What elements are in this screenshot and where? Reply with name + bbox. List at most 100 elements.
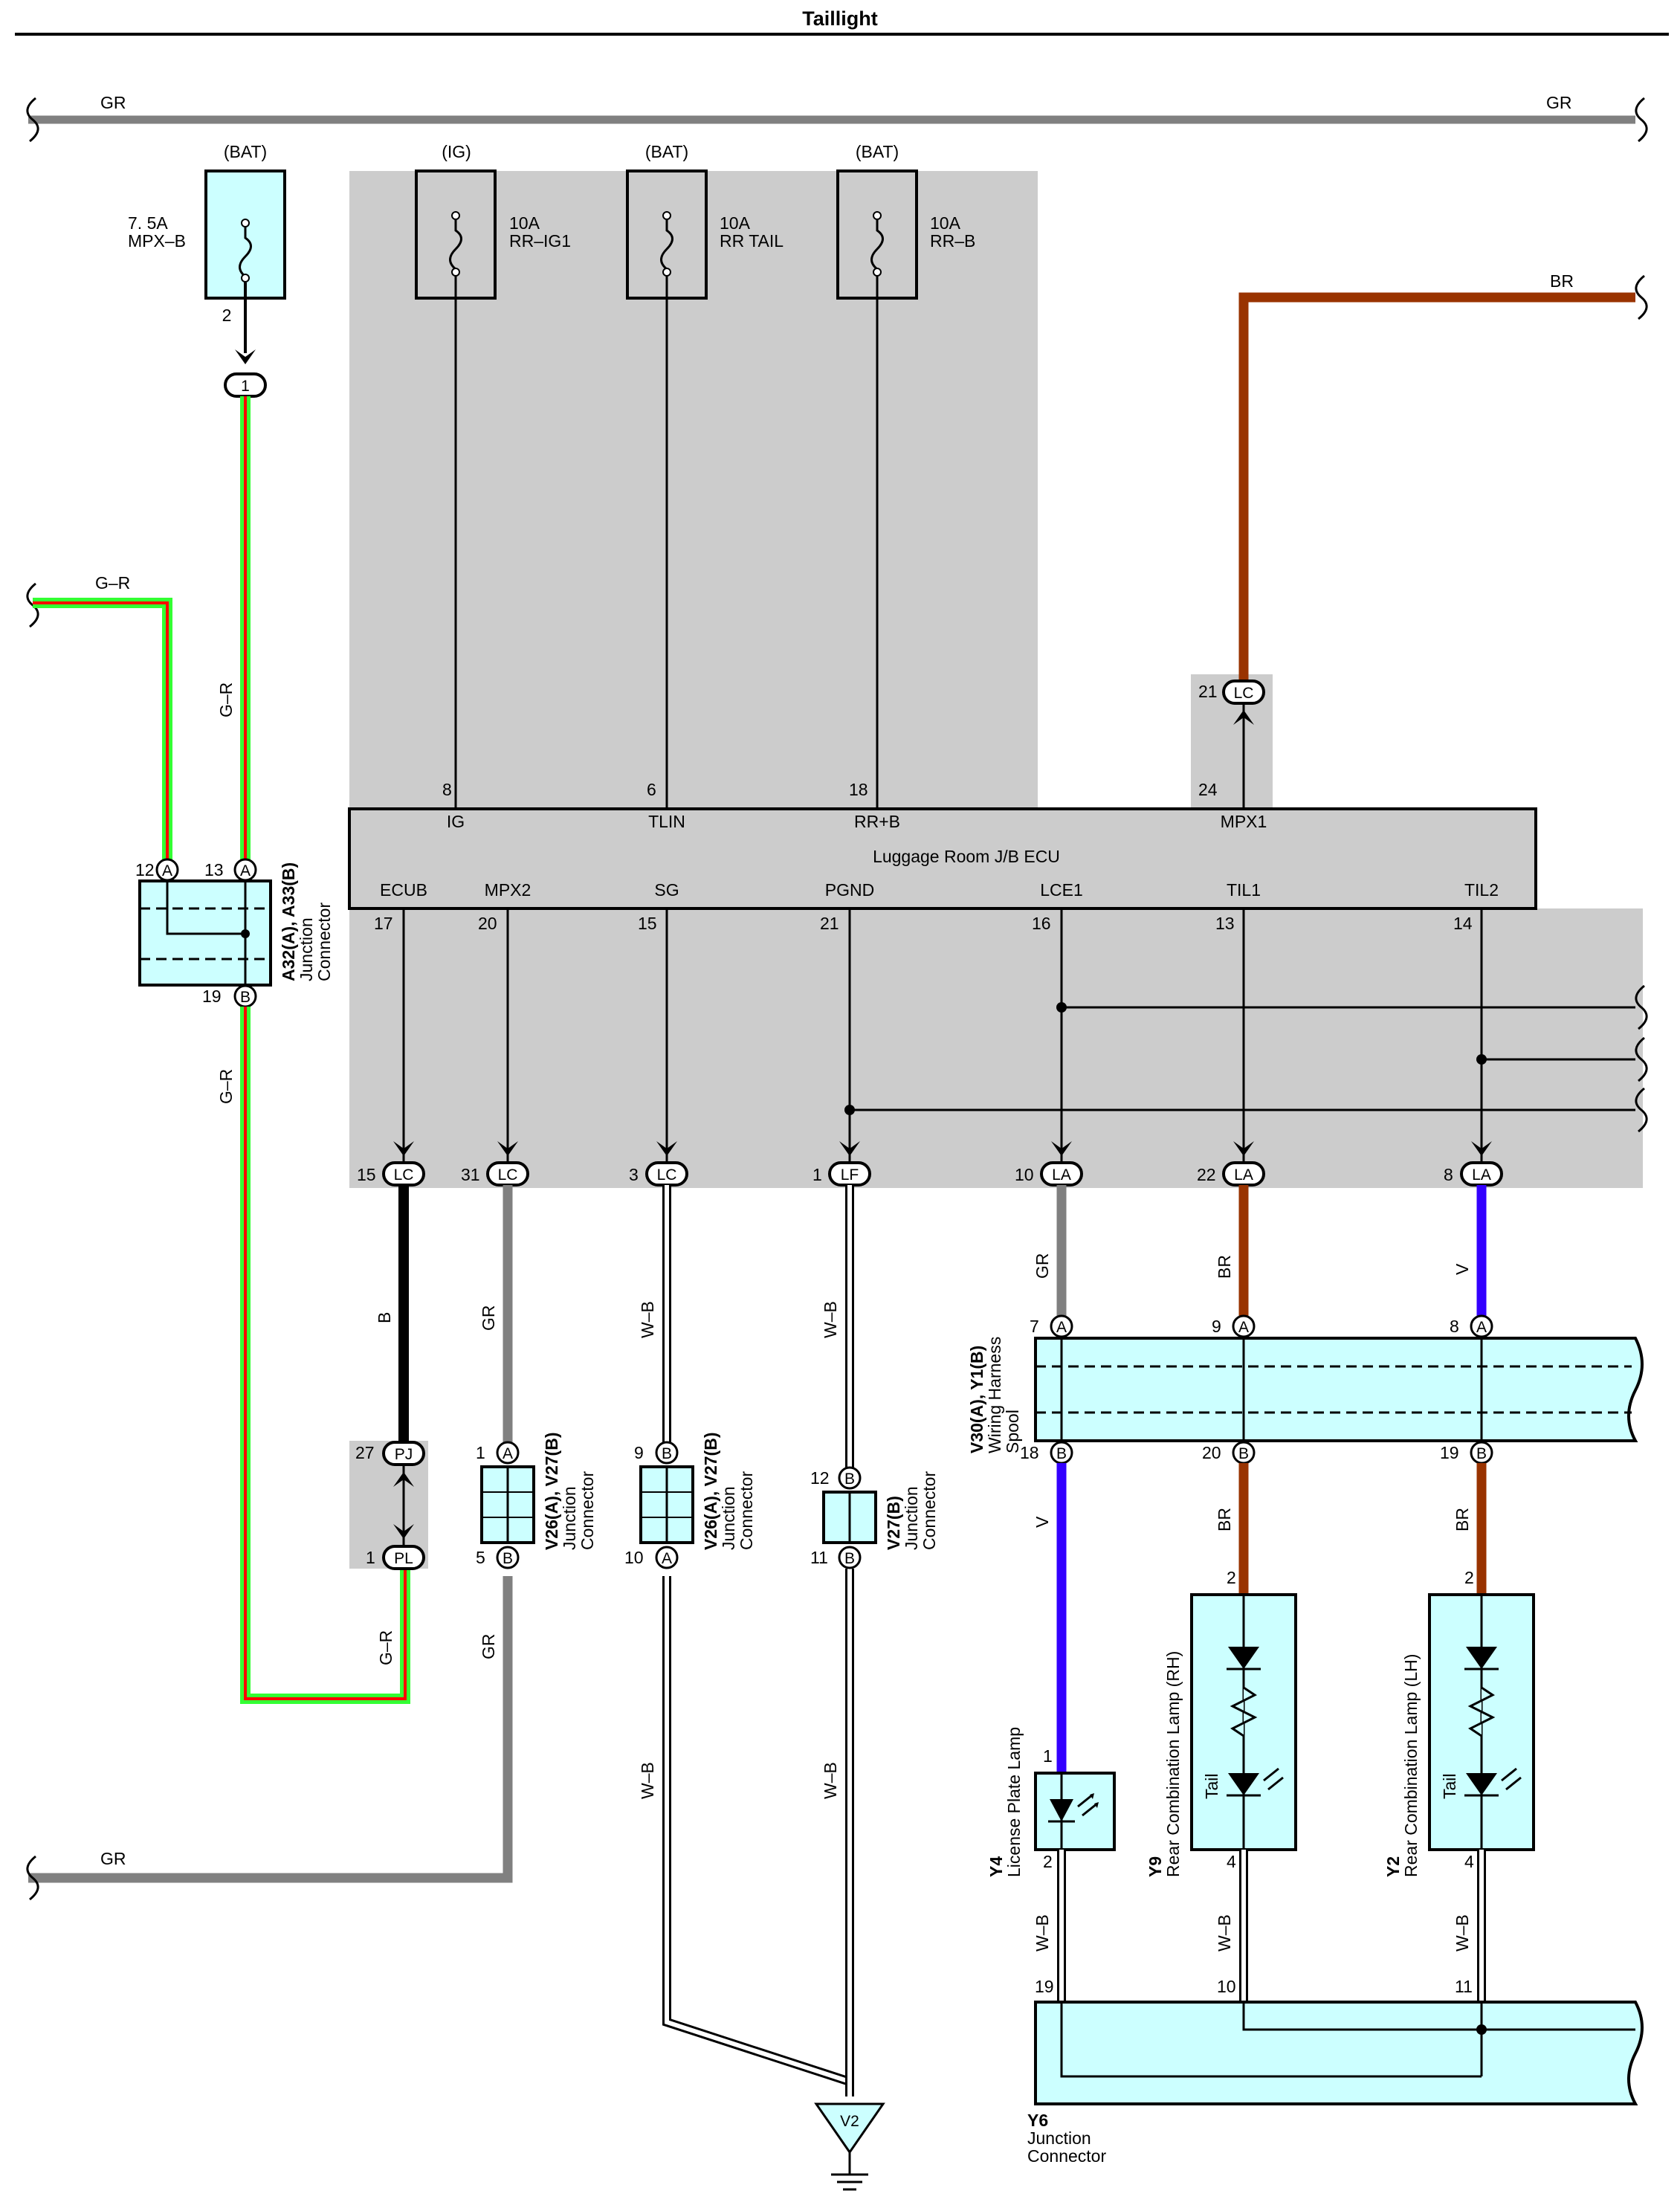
svg-text:10: 10 xyxy=(624,1548,644,1567)
junction-v26-2: 9 B 10 A V26(A), V27(B) Junction Connect… xyxy=(624,1433,756,1569)
svg-text:31: 31 xyxy=(461,1165,480,1184)
wire-label-wb-y2: W–B xyxy=(1453,1914,1472,1952)
junction-v27: 12 B 11 B V27(B) Junction Connector xyxy=(810,1466,939,1569)
svg-text:1: 1 xyxy=(1043,1746,1053,1766)
svg-text:19: 19 xyxy=(1440,1443,1459,1462)
svg-text:PGND: PGND xyxy=(825,880,874,900)
svg-text:Connector: Connector xyxy=(920,1471,939,1550)
connector-lf1: 1 LF xyxy=(812,1161,871,1187)
svg-text:A: A xyxy=(1476,1319,1487,1336)
svg-text:B: B xyxy=(1476,1445,1487,1462)
wire-label-wb-pgnd2: W–B xyxy=(821,1762,840,1799)
svg-text:13: 13 xyxy=(1215,914,1235,933)
connector-lc21-code: LC xyxy=(1234,685,1254,702)
svg-text:(BAT): (BAT) xyxy=(856,142,899,161)
wire-label-gr-v1: G–R xyxy=(216,682,236,717)
svg-text:15: 15 xyxy=(357,1165,376,1184)
svg-text:10A: 10A xyxy=(930,213,961,233)
svg-text:Y2: Y2 xyxy=(1383,1856,1403,1877)
svg-text:Tail: Tail xyxy=(1440,1773,1459,1799)
svg-text:B: B xyxy=(1238,1445,1249,1462)
svg-text:10: 10 xyxy=(1015,1165,1034,1184)
wire-wb-sg xyxy=(662,1185,851,2086)
svg-text:RR–B: RR–B xyxy=(930,231,975,251)
svg-text:Junction: Junction xyxy=(719,1486,738,1550)
svg-text:(BAT): (BAT) xyxy=(645,142,688,161)
svg-text:Y4: Y4 xyxy=(986,1856,1006,1877)
connector-la22: 22 LA xyxy=(1197,1161,1265,1187)
svg-text:Junction: Junction xyxy=(560,1486,579,1550)
svg-text:Connector: Connector xyxy=(1027,2146,1106,2166)
wire-label-br-top: BR xyxy=(1550,271,1574,291)
svg-text:Wiring Harness: Wiring Harness xyxy=(985,1337,1004,1453)
ecu-top-pin-ig-num: 8 xyxy=(442,780,452,799)
svg-text:16: 16 xyxy=(1032,914,1051,933)
break-mark-r1 xyxy=(1635,984,1648,1030)
wire-label-gr-below-v26: GR xyxy=(479,1634,498,1660)
a32-name: A32(A), A33(B) xyxy=(279,862,298,981)
svg-text:B: B xyxy=(662,1445,672,1462)
fuse-mpxb-pin: 2 xyxy=(222,306,232,325)
svg-text:7: 7 xyxy=(1030,1317,1039,1336)
svg-text:A: A xyxy=(1056,1319,1067,1336)
svg-text:15: 15 xyxy=(638,914,657,933)
svg-text:V26(A), V27(B): V26(A), V27(B) xyxy=(701,1433,720,1550)
break-mark-br xyxy=(1635,274,1648,320)
lamp-y4: 1 2 Y4 License Plate Lamp xyxy=(986,1727,1116,1877)
ecu-box xyxy=(348,807,1537,910)
wire-label-gr-mpx2: GR xyxy=(479,1305,498,1331)
svg-text:Spool: Spool xyxy=(1003,1410,1022,1453)
svg-text:LA: LA xyxy=(1052,1166,1071,1184)
pl1-pin: 1 xyxy=(366,1548,375,1567)
wire-br-top xyxy=(1238,292,1635,682)
arrows-row xyxy=(393,1141,1492,1156)
junction-y6: 19 10 11 Y6 Junction Connector xyxy=(1027,1977,1644,2166)
svg-text:Connector: Connector xyxy=(578,1471,597,1550)
svg-text:TIL1: TIL1 xyxy=(1227,880,1261,900)
svg-text:20: 20 xyxy=(478,914,497,933)
break-mark-bottom-left xyxy=(26,1855,39,1901)
fuse-rr-tail: (BAT) 10A RR TAIL xyxy=(626,142,784,300)
svg-text:A: A xyxy=(503,1445,513,1462)
wires-wb-lamps xyxy=(1057,1850,1486,2002)
lamp-y2: 2 Tail 4 Y2 Rear Combination Lamp (LH) xyxy=(1383,1568,1535,1877)
wire-label-gr-left-in: G–R xyxy=(95,573,130,593)
connector-la10: 10 LA xyxy=(1015,1161,1083,1187)
svg-text:LA: LA xyxy=(1234,1166,1253,1184)
svg-text:Connector: Connector xyxy=(737,1471,756,1550)
connector-lc3: 3 LC xyxy=(629,1161,688,1187)
svg-text:LF: LF xyxy=(841,1166,859,1184)
svg-text:9: 9 xyxy=(1212,1317,1221,1336)
junction-v30-spool: 7 A 9 A 8 A 18 B 20 B 19 B V30(A), Y1(B)… xyxy=(967,1314,1644,1465)
a32-pin-19: 19 xyxy=(202,987,222,1006)
svg-text:10A: 10A xyxy=(720,213,751,233)
wire-label-gr-bottom-left: GR xyxy=(100,1849,126,1868)
wire-label-br-y2: BR xyxy=(1453,1508,1472,1531)
fuse-mpxb-source: (BAT) xyxy=(224,142,267,161)
svg-text:19: 19 xyxy=(1035,1977,1054,1996)
svg-text:8: 8 xyxy=(1450,1317,1459,1336)
wire-label-gr-v2: G–R xyxy=(216,1069,236,1104)
svg-text:12: 12 xyxy=(810,1468,830,1488)
lc21-pin: 21 xyxy=(1198,682,1218,701)
wire-label-gr-top-left: GR xyxy=(100,93,126,112)
a32-pin-12: 12 xyxy=(135,860,155,879)
svg-text:18: 18 xyxy=(1020,1443,1039,1462)
connector-pj27-code: PJ xyxy=(395,1446,413,1463)
svg-text:Rear Combination Lamp (LH): Rear Combination Lamp (LH) xyxy=(1401,1654,1421,1877)
svg-text:2: 2 xyxy=(1227,1568,1236,1587)
wire-label-b: B xyxy=(375,1312,394,1323)
svg-text:22: 22 xyxy=(1197,1165,1216,1184)
svg-text:1: 1 xyxy=(476,1443,485,1462)
svg-text:B: B xyxy=(844,1550,855,1567)
break-mark-r3 xyxy=(1635,1087,1648,1133)
ecu-name: Luggage Room J/B ECU xyxy=(873,847,1060,866)
svg-text:SG: SG xyxy=(654,880,679,900)
svg-text:V27(B): V27(B) xyxy=(884,1496,903,1550)
svg-text:4: 4 xyxy=(1464,1852,1474,1871)
svg-text:License Plate Lamp: License Plate Lamp xyxy=(1004,1727,1024,1877)
svg-text:11: 11 xyxy=(1455,1977,1473,1996)
wire-label-gr-top-right: GR xyxy=(1546,93,1572,112)
connector-1-code: 1 xyxy=(241,378,250,395)
